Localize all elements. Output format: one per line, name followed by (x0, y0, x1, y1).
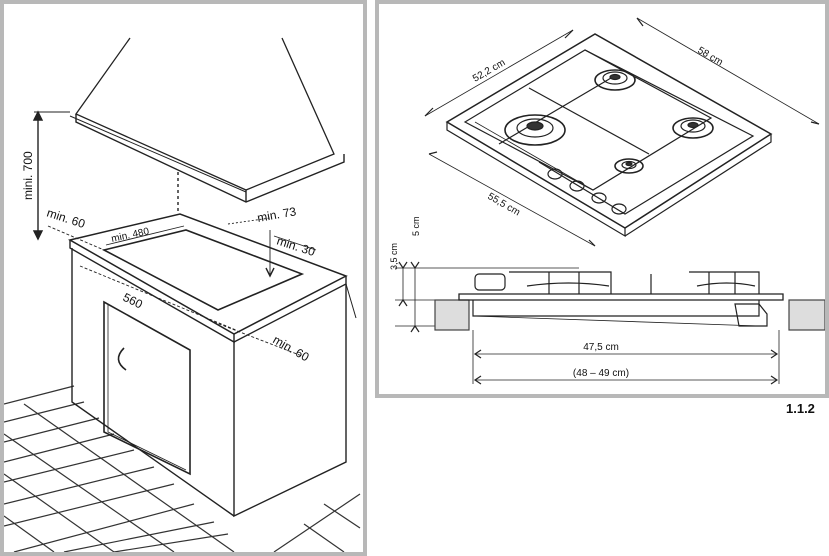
label-min-700: mini. 700 (21, 151, 35, 200)
installation-diagram-panel: mini. 700 min. 60 min. 480 min. 73 min. … (0, 0, 367, 556)
hob-drawing: 52,2 cm 58 cm 55,5 cm 3,5 cm 5 cm 47,5 c… (389, 17, 825, 385)
burner-front-small (614, 158, 644, 174)
label-58-cm: 58 cm (696, 45, 725, 68)
kitchen-installation-drawing: mini. 700 min. 60 min. 480 min. 73 min. … (4, 37, 361, 552)
label-min-60-left: min. 60 (45, 206, 87, 232)
control-knobs (547, 168, 627, 215)
hob-dimensions-panel: 52,2 cm 58 cm 55,5 cm 3,5 cm 5 cm 47,5 c… (375, 0, 829, 398)
label-48-49-cm: (48 – 49 cm) (573, 368, 629, 379)
label-min-73: min. 73 (256, 204, 298, 225)
label-5-cm: 5 cm (411, 216, 421, 236)
burner-rear-left (504, 114, 566, 146)
label-3-5-cm: 3,5 cm (389, 243, 399, 270)
floor-planks (4, 385, 361, 552)
label-min-60-front: min. 60 (271, 332, 312, 364)
burner-right (672, 117, 714, 139)
label-560: 560 (121, 290, 145, 312)
figure-number: 1.1.2 (786, 401, 815, 416)
label-47-5-cm: 47,5 cm (583, 342, 619, 353)
burner-rear (594, 69, 636, 91)
label-min-30: min. 30 (275, 234, 317, 260)
